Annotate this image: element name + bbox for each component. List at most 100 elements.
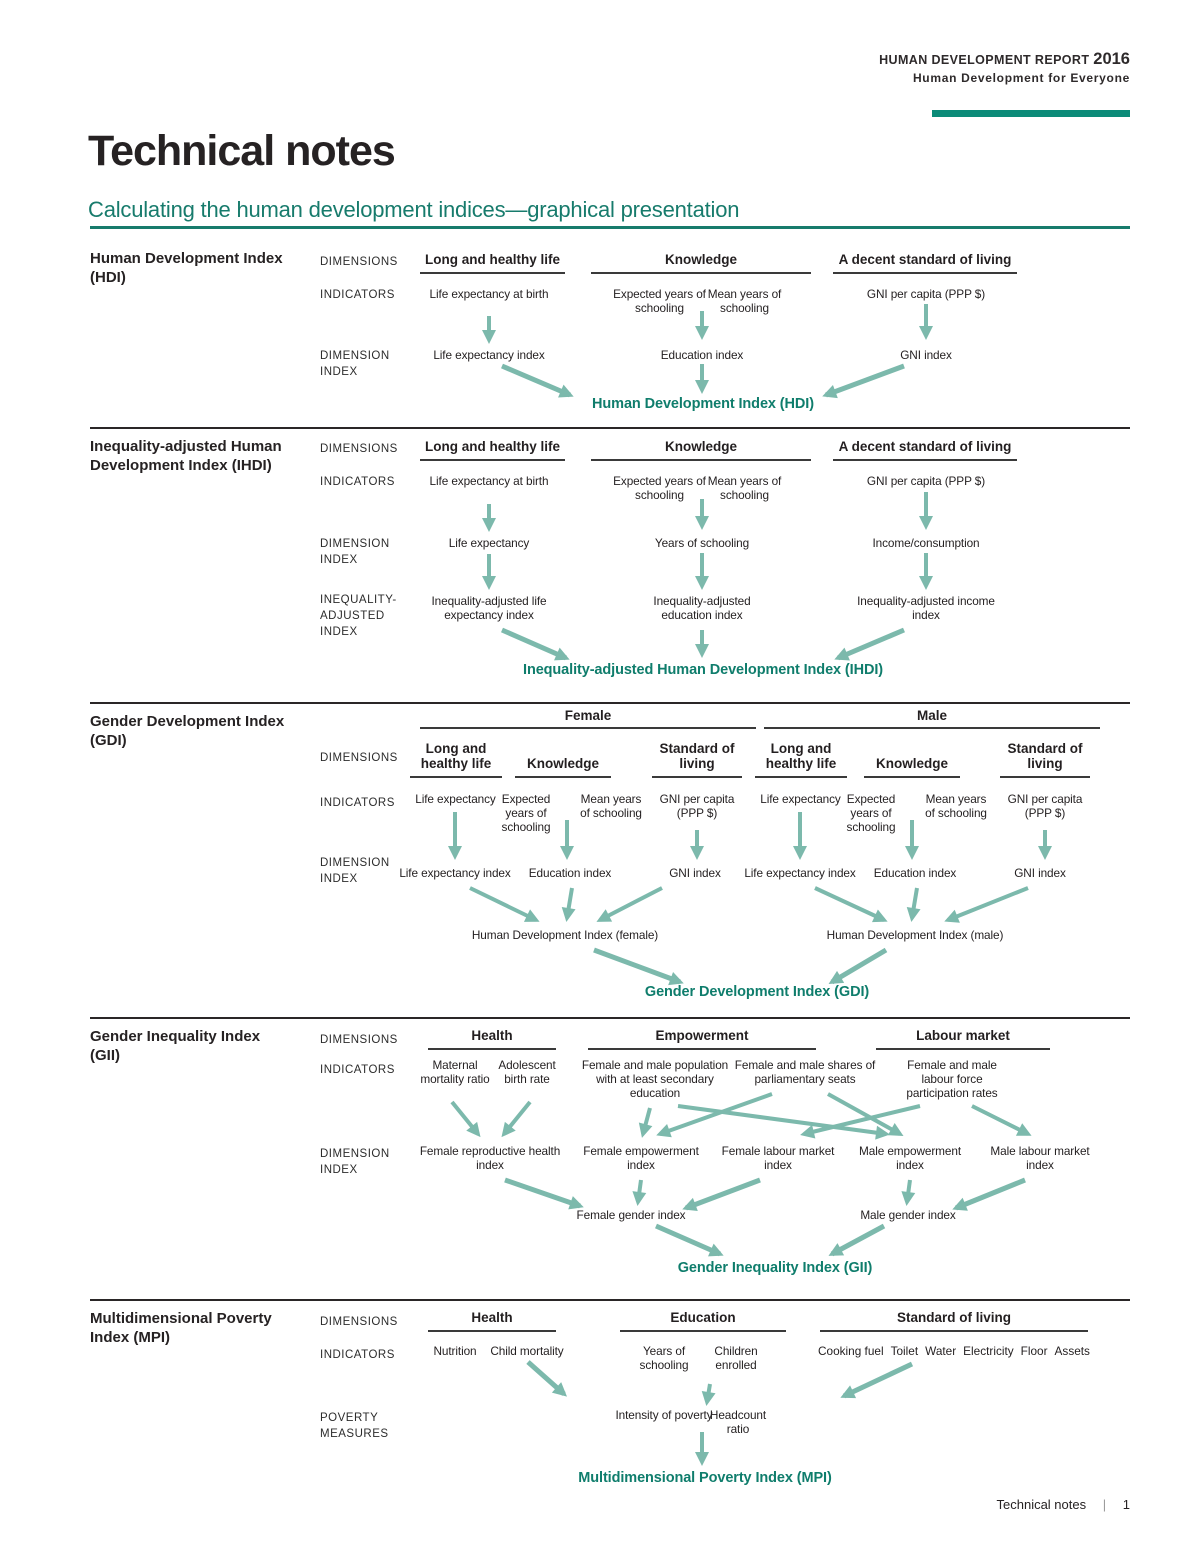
gdi-f-indicator-gni-per-capita: GNI per capita (PPP $) (659, 792, 735, 821)
gdi-f-index-gni: GNI index (669, 866, 721, 880)
gdi-f-dimension-knowledge: Knowledge (515, 740, 611, 778)
ihdi-label-dimension-index: DIMENSION INDEX (320, 538, 390, 567)
mpi-indicator-toilet: Toilet (890, 1344, 919, 1358)
gdi-m-index-life-expectancy: Life expectancy index (744, 866, 856, 880)
hdi-section-title: Human Development Index (HDI) (90, 250, 283, 287)
section-divider (90, 1017, 1130, 1019)
gii-indicator-maternal-mortality: Maternal mortality ratio (420, 1058, 490, 1087)
mpi-indicator-child-mortality: Child mortality (490, 1344, 564, 1358)
ihdi-label-inequality-adjusted-index: INEQUALITY-ADJUSTED INDEX (320, 594, 397, 639)
page-title: Technical notes (88, 127, 396, 175)
gdi-f-dimension-long-healthy-life: Long and healthy life (410, 740, 502, 778)
mpi-measure-intensity-of-poverty: Intensity of poverty (615, 1408, 713, 1422)
gii-label-indicators: INDICATORS (320, 1064, 395, 1076)
mpi-indicator-children-enrolled: Children enrolled (714, 1344, 758, 1373)
gii-label-dimension-index: DIMENSION INDEX (320, 1148, 390, 1177)
gdi-group-male: Male (764, 708, 1100, 729)
mpi-dimension-health: Health (428, 1306, 556, 1332)
section-divider (90, 702, 1130, 704)
mpi-indicator-water: Water (925, 1344, 957, 1358)
gii-male-gender-index: Male gender index (860, 1208, 956, 1222)
hdi-dimension-knowledge: Knowledge (591, 248, 811, 274)
ihdi-label-indicators: INDICATORS (320, 476, 395, 488)
gii-indicator-secondary-education: Female and male population with at least… (581, 1058, 729, 1101)
gdi-m-indicator-expected-years: Expected years of schooling (846, 792, 896, 835)
gii-dimension-health: Health (428, 1024, 556, 1050)
hdi-indicator-life-expectancy-at-birth: Life expectancy at birth (429, 287, 549, 301)
ihdi-dimension-long-healthy-life: Long and healthy life (420, 435, 565, 461)
ihdi-adjusted-education-index: Inequality-adjusted education index (653, 594, 751, 623)
gdi-f-dimension-standard-of-living: Standard of living (652, 740, 742, 778)
gdi-f-indicator-mean-years: Mean years of schooling (580, 792, 642, 821)
gdi-f-indicator-life-expectancy: Life expectancy (415, 792, 496, 806)
gii-index-female-reproductive-health: Female reproductive health index (419, 1144, 561, 1173)
ihdi-indicator-gni-per-capita: GNI per capita (PPP $) (866, 474, 986, 488)
gii-dimension-empowerment: Empowerment (588, 1024, 816, 1050)
hdi-indicator-gni-per-capita: GNI per capita (PPP $) (866, 287, 986, 301)
footer-page-number: 1 (1122, 1497, 1130, 1512)
mpi-label-dimensions: DIMENSIONS (320, 1316, 398, 1328)
gdi-f-indicator-expected-years: Expected years of schooling (501, 792, 551, 835)
hdi-indicator-mean-years-schooling: Mean years of schooling (707, 287, 782, 316)
ihdi-indicator-life-expectancy-at-birth: Life expectancy at birth (429, 474, 549, 488)
ihdi-index-life-expectancy: Life expectancy (448, 536, 530, 550)
mpi-indicator-nutrition: Nutrition (433, 1344, 477, 1358)
gii-indicator-labour-force-participation: Female and male labour force participati… (906, 1058, 998, 1101)
gii-result: Gender Inequality Index (GII) (677, 1260, 873, 1276)
hdi-label-dimensions: DIMENSIONS (320, 256, 398, 268)
ihdi-index-years-of-schooling: Years of schooling (654, 536, 750, 550)
gii-section-title: Gender Inequality Index (GII) (90, 1028, 261, 1065)
gdi-hdi-female: Human Development Index (female) (471, 928, 659, 942)
subtitle-rule (90, 226, 1130, 229)
header-report-year: 2016 (1093, 50, 1130, 68)
gii-dimension-labour-market: Labour market (876, 1024, 1050, 1050)
ihdi-indicator-expected-years-schooling: Expected years of schooling (613, 474, 706, 503)
gii-index-male-labour-market: Male labour market index (990, 1144, 1090, 1173)
gdi-label-dimension-index: DIMENSION INDEX (320, 857, 390, 886)
mpi-indicator-assets: Assets (1054, 1344, 1090, 1358)
gdi-section-title: Gender Development Index (GDI) (90, 713, 285, 750)
hdi-dimension-long-healthy-life: Long and healthy life (420, 248, 565, 274)
mpi-dimension-standard-of-living: Standard of living (820, 1306, 1088, 1332)
page-footer: Technical notes | 1 (900, 1497, 1131, 1512)
hdi-result: Human Development Index (HDI) (592, 396, 814, 412)
gdi-result: Gender Development Index (GDI) (644, 984, 870, 1000)
header-accent-bar (932, 110, 1130, 117)
header-report-line: HUMAN DEVELOPMENT REPORT 2016 (879, 50, 1130, 69)
gdi-hdi-male: Human Development Index (male) (826, 928, 1004, 942)
gii-index-female-empowerment: Female empowerment index (583, 1144, 699, 1173)
gii-female-gender-index: Female gender index (576, 1208, 686, 1222)
gii-label-dimensions: DIMENSIONS (320, 1034, 398, 1046)
hdi-index-gni: GNI index (900, 348, 952, 362)
ihdi-result: Inequality-adjusted Human Development In… (523, 662, 883, 678)
mpi-dimension-education: Education (620, 1306, 786, 1332)
hdi-label-dimension-index: DIMENSION INDEX (320, 350, 390, 379)
mpi-indicator-cooking-fuel: Cooking fuel (818, 1344, 884, 1358)
mpi-section-title: Multidimensional Poverty Index (MPI) (90, 1310, 272, 1347)
header-report-tagline: Human Development for Everyone (912, 71, 1130, 85)
mpi-indicator-years-of-schooling: Years of schooling (639, 1344, 689, 1373)
section-divider (90, 427, 1130, 429)
page-subtitle: Calculating the human development indice… (88, 197, 740, 222)
hdi-index-education: Education index (660, 348, 744, 362)
gdi-m-indicator-life-expectancy: Life expectancy (760, 792, 841, 806)
gdi-m-indicator-gni-per-capita: GNI per capita (PPP $) (1007, 792, 1083, 821)
mpi-measure-headcount-ratio: Headcount ratio (709, 1408, 767, 1437)
gdi-m-indicator-mean-years: Mean years of schooling (925, 792, 987, 821)
gii-index-male-empowerment: Male empowerment index (859, 1144, 961, 1173)
gii-indicator-adolescent-birth-rate: Adolescent birth rate (498, 1058, 556, 1087)
hdi-indicator-expected-years-schooling: Expected years of schooling (613, 287, 706, 316)
mpi-indicator-floor: Floor (1020, 1344, 1048, 1358)
gdi-f-index-education: Education index (528, 866, 612, 880)
gdi-f-index-life-expectancy: Life expectancy index (399, 866, 511, 880)
ihdi-adjusted-life-expectancy-index: Inequality-adjusted life expectancy inde… (431, 594, 547, 623)
gdi-label-indicators: INDICATORS (320, 797, 395, 809)
gdi-m-dimension-long-healthy-life: Long and healthy life (755, 740, 847, 778)
gii-index-female-labour-market: Female labour market index (721, 1144, 835, 1173)
footer-separator: | (1102, 1497, 1107, 1512)
gdi-group-female: Female (420, 708, 756, 729)
footer-label: Technical notes (996, 1497, 1087, 1512)
mpi-result: Multidimensional Poverty Index (MPI) (578, 1470, 832, 1486)
ihdi-indicator-mean-years-schooling: Mean years of schooling (707, 474, 782, 503)
mpi-label-indicators: INDICATORS (320, 1349, 395, 1361)
